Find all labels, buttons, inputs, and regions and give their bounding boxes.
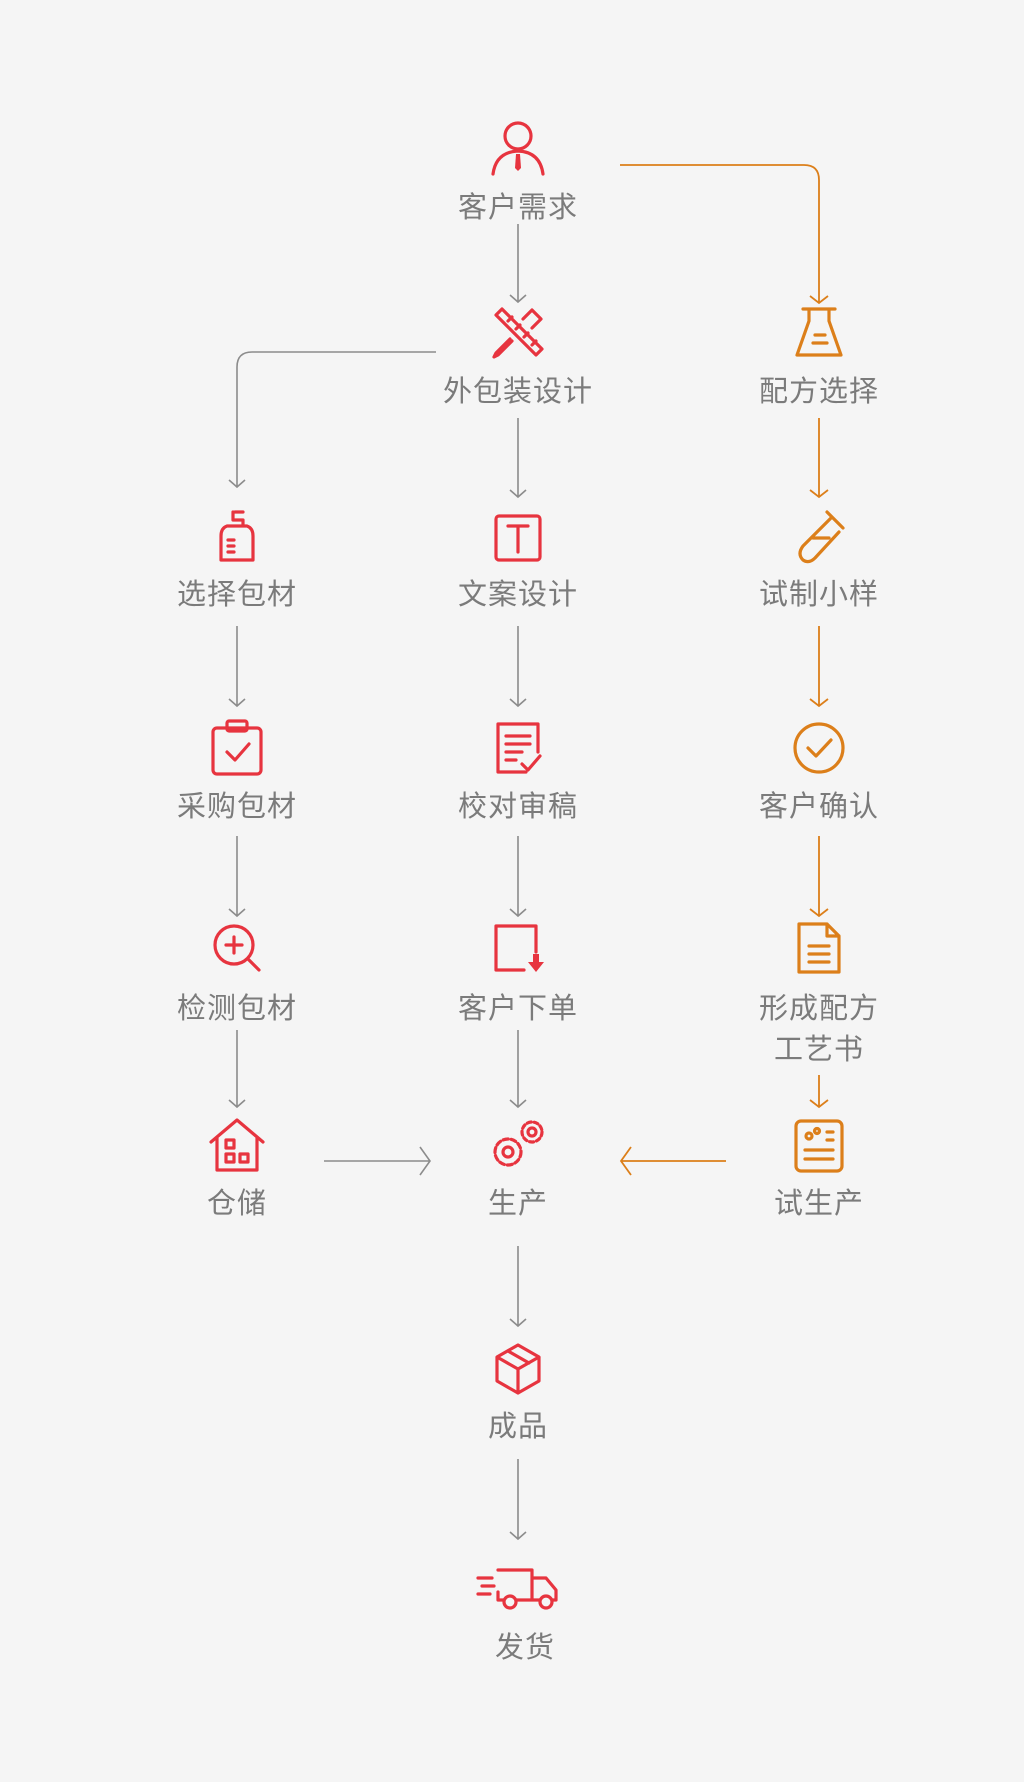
text-icon [494, 514, 542, 562]
order-download-icon [494, 924, 544, 972]
node-label-copy-design: 文案设计 [457, 577, 579, 611]
gray-connectors [228, 224, 527, 1541]
arrow-production-to-product [509, 1246, 527, 1328]
arrow-formula-to-trial [809, 418, 829, 499]
node-label-packaging-design: 外包装设计 [442, 374, 594, 408]
arrow-trial-to-confirm [809, 626, 829, 708]
arrow-storage-to-production [324, 1146, 431, 1176]
document-icon [797, 922, 841, 974]
flask-icon [795, 307, 843, 357]
arrow-doc-to-trial-production [809, 1075, 829, 1109]
document-check-icon [496, 722, 542, 774]
node-label-storage: 仓储 [206, 1186, 268, 1220]
arrow-demand-to-formula [620, 164, 829, 305]
node-label-process-doc-line2: 工艺书 [773, 1032, 865, 1066]
node-label-production: 生产 [487, 1186, 549, 1220]
arrow-confirm-to-doc [809, 836, 829, 918]
node-label-finished-product: 成品 [487, 1409, 549, 1443]
warehouse-icon [209, 1118, 265, 1172]
person-icon [491, 121, 545, 176]
check-circle-icon [793, 722, 845, 774]
bottle-icon [219, 510, 255, 562]
arrow-order-to-production [509, 1030, 527, 1109]
node-label-process-doc-line1: 形成配方 [758, 991, 880, 1025]
arrow-trial-production-to-production [619, 1146, 726, 1176]
node-label-trial-production: 试生产 [773, 1186, 865, 1220]
settings-panel-icon [794, 1119, 844, 1173]
node-label-formula-select: 配方选择 [758, 374, 880, 408]
clipboard-check-icon [211, 719, 263, 776]
orange-connectors [619, 164, 829, 1176]
arrow-select-to-purchase [228, 626, 246, 708]
node-label-trial-sample: 试制小样 [758, 577, 880, 611]
test-tube-icon [798, 510, 845, 564]
node-label-inspect-material: 检测包材 [176, 991, 298, 1025]
arrow-inspect-to-storage [228, 1030, 246, 1109]
arrow-packaging-to-select-material [228, 351, 436, 489]
gears-icon [493, 1120, 544, 1167]
truck-icon [476, 1568, 558, 1610]
arrow-product-to-shipping [509, 1459, 527, 1541]
arrow-copy-to-proofread [509, 626, 527, 708]
node-label-customer-order: 客户下单 [457, 991, 579, 1025]
node-label-customer-confirm: 客户确认 [758, 789, 880, 823]
arrow-purchase-to-inspect [228, 836, 246, 918]
node-label-proofread: 校对审稿 [457, 789, 579, 823]
node-label-shipping: 发货 [494, 1630, 556, 1664]
node-label-purchase-material: 采购包材 [176, 789, 298, 823]
arrow-demand-to-packaging [509, 224, 527, 304]
ruler-pencil-icon [492, 307, 544, 359]
node-label-customer-demand: 客户需求 [457, 190, 579, 224]
box-icon [495, 1343, 541, 1395]
arrow-packaging-to-copy [509, 418, 527, 499]
magnifier-plus-icon [213, 924, 261, 972]
arrow-proofread-to-order [509, 836, 527, 918]
node-label-select-material: 选择包材 [176, 577, 298, 611]
